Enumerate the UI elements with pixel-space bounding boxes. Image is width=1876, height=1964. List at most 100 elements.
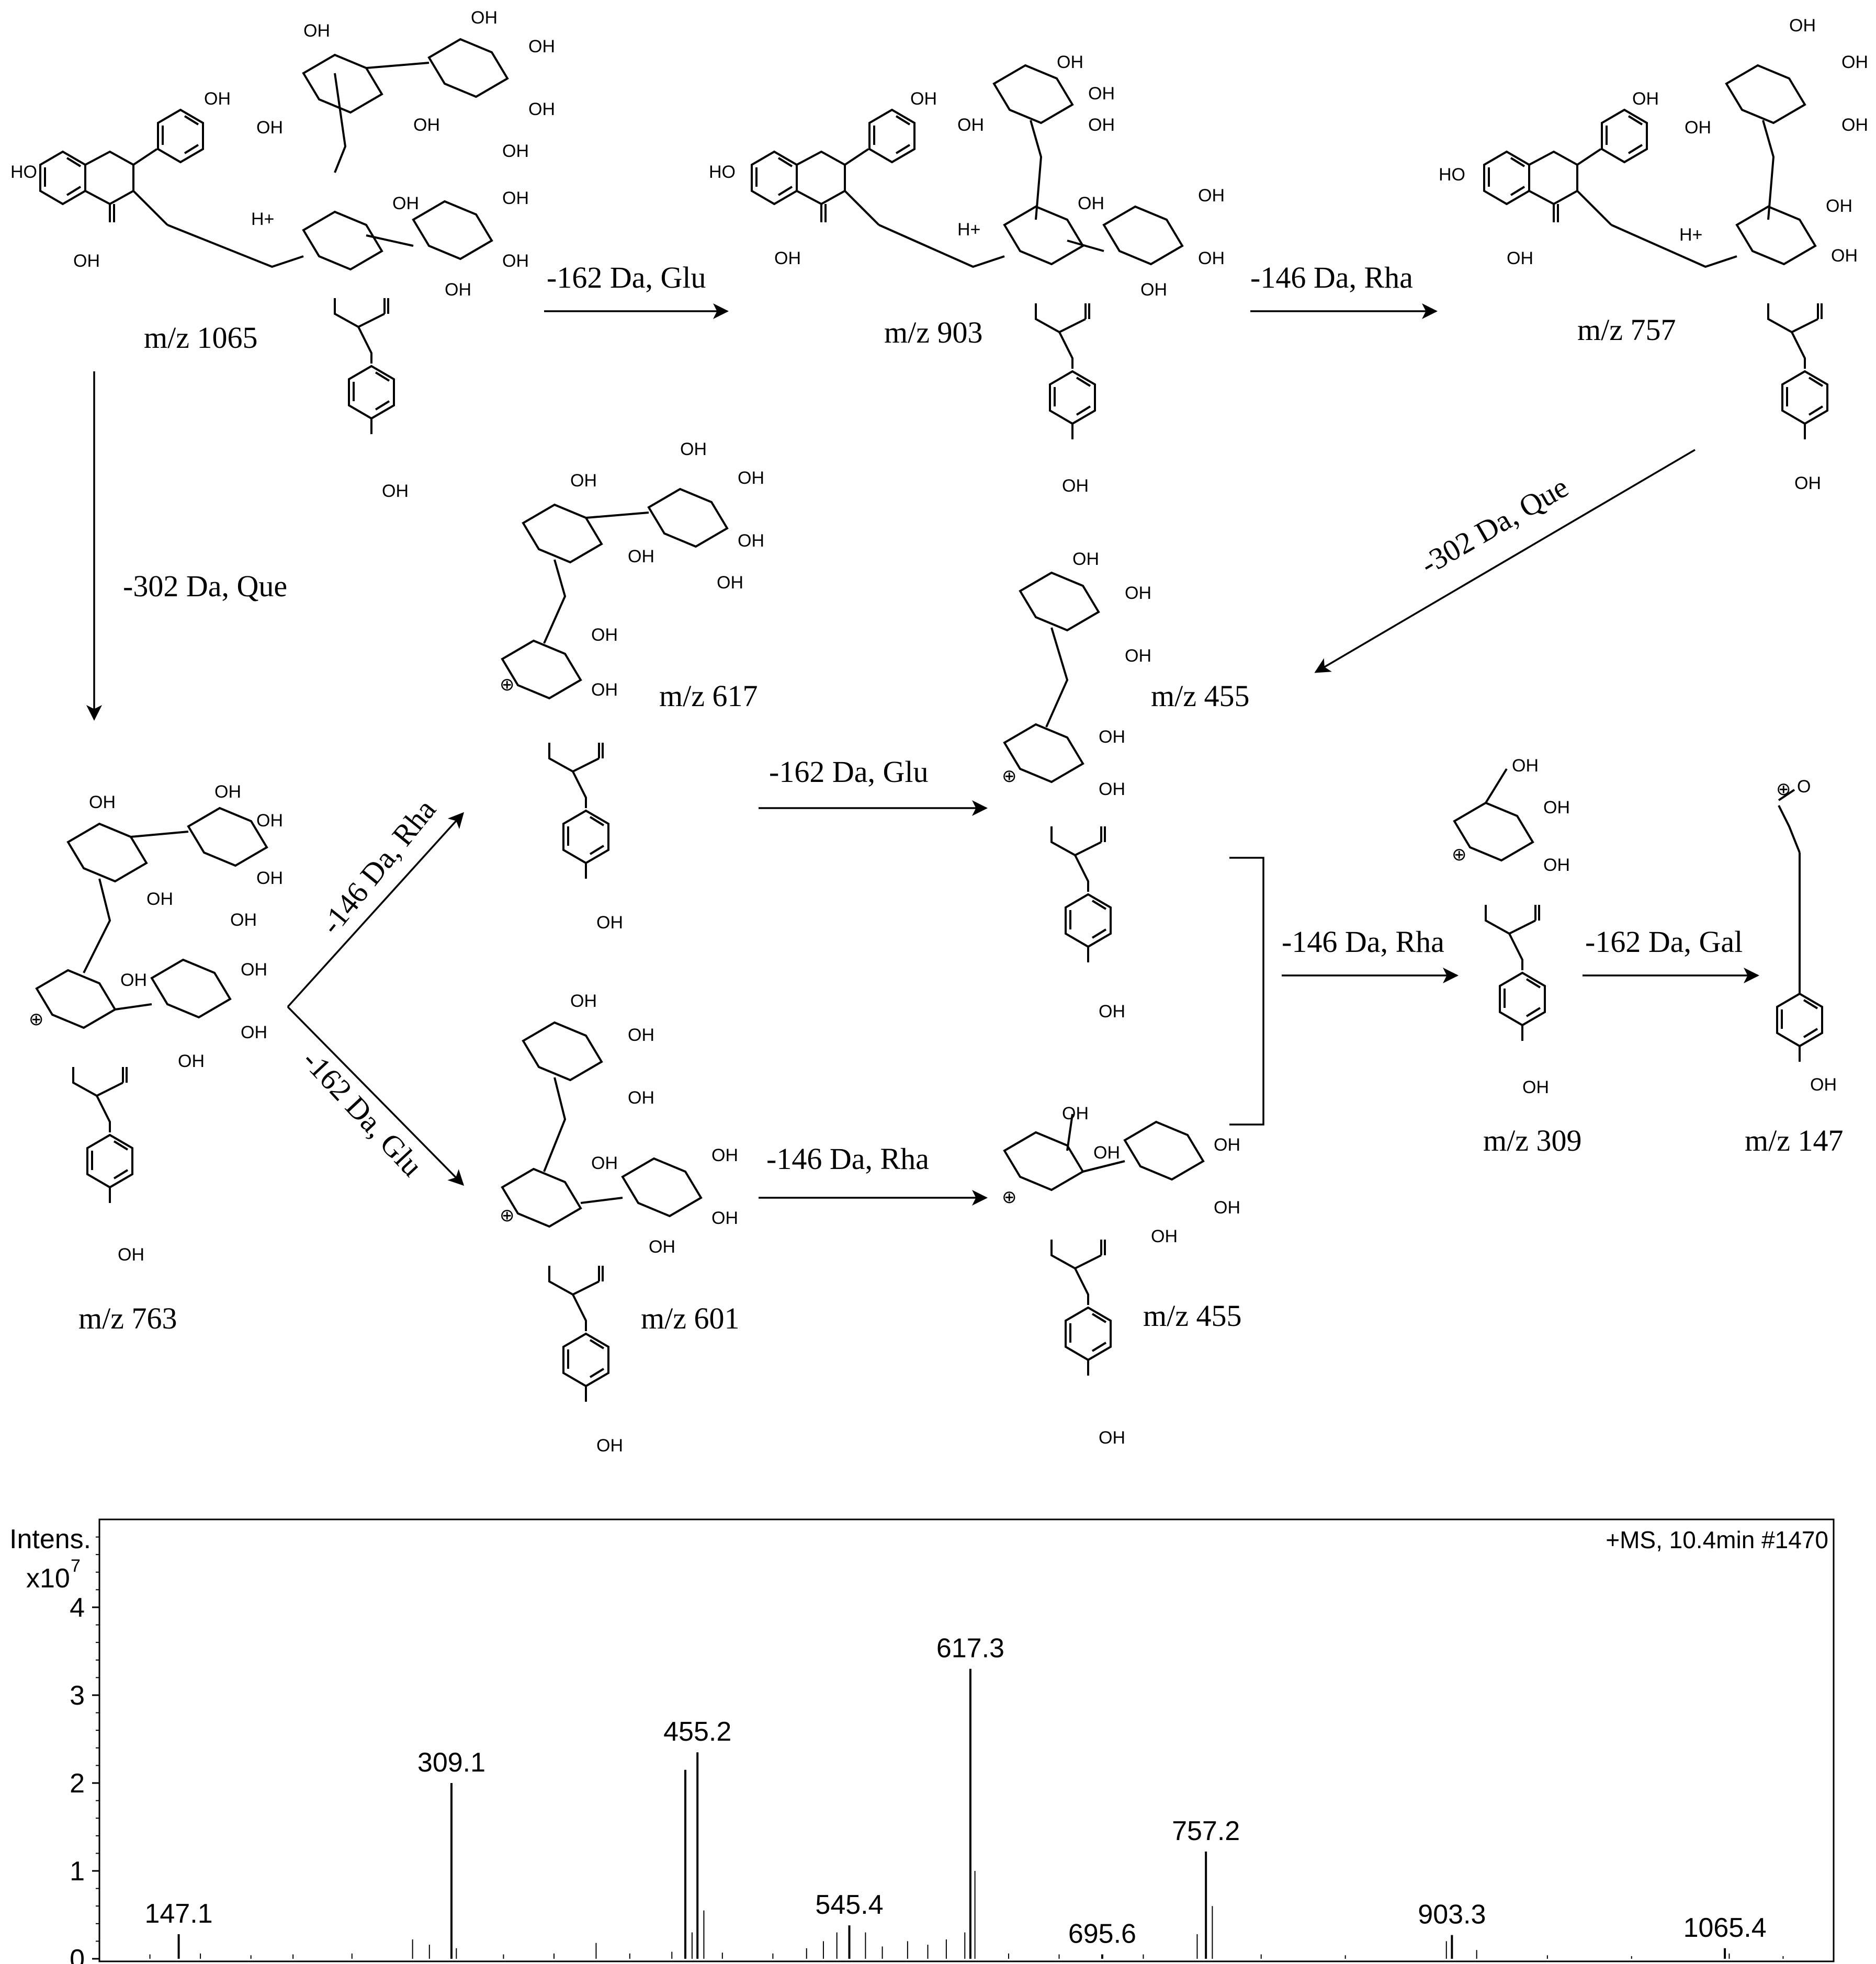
atom-label: OH	[1062, 476, 1089, 496]
structure-763: OH OH OH OH OH OH OH OH OH OH ⊕ OH m/z 7…	[29, 782, 283, 1335]
atom-label: OH	[1099, 1428, 1125, 1448]
spectrum-frame	[98, 1518, 1835, 1962]
atom-label: OH	[628, 1025, 654, 1045]
structure-147: ⊕ O OH m/z 147	[1745, 777, 1843, 1157]
mz-label-903: m/z 903	[884, 315, 982, 349]
ms-acquisition-info: +MS, 10.4min #1470	[1606, 1526, 1828, 1553]
transition-763-601: -162 Da, Glu	[287, 1006, 465, 1186]
atom-label: OH	[711, 1208, 738, 1228]
peak-label: 903.3	[1418, 1900, 1486, 1930]
atom-label: OH	[1632, 89, 1659, 109]
peak-label: 309.1	[417, 1747, 485, 1778]
atom-label: H+	[1679, 225, 1702, 245]
peak-label: 455.2	[663, 1717, 731, 1747]
atom-label: OH	[528, 37, 555, 56]
atom-label: OH	[241, 960, 267, 980]
structure-1065: HO OH OH OH H+ OH OH OH OH OH OH OH OH O…	[10, 8, 555, 501]
atom-label: OH	[1794, 473, 1821, 493]
atom-label: HO	[1439, 165, 1465, 185]
atom-label: H+	[957, 220, 980, 240]
mz-label-1065: m/z 1065	[144, 321, 257, 355]
atom-label: OH	[1543, 855, 1570, 875]
y-axis-title: Intens.	[9, 1524, 91, 1554]
structure-455-upper: OH OH OH OH OH ⊕ OH m/z 455	[1002, 549, 1249, 1021]
structure-617: OH OH OH OH OH OH OH OH ⊕ OH m/z 617	[500, 439, 764, 933]
mz-label-617: m/z 617	[659, 679, 758, 713]
transition-label: -146 Da, Rha	[1250, 260, 1413, 294]
atom-label: ⊕	[500, 675, 515, 695]
atom-label: OH	[1841, 52, 1868, 72]
peak-label: 757.2	[1172, 1816, 1240, 1846]
y-tick-label: 3	[70, 1681, 85, 1711]
atom-label: OH	[1831, 246, 1858, 266]
atom-label: OH	[1072, 549, 1099, 569]
structure-757: HO OH OH OH H+ OH OH OH OH OH OH m/z 757	[1439, 16, 1868, 493]
mz-label-147: m/z 147	[1745, 1123, 1843, 1157]
atom-label: OH	[528, 99, 555, 119]
atom-label: OH	[1088, 84, 1115, 104]
y-tick-label: 2	[70, 1768, 85, 1799]
y-tick-label: 1	[70, 1856, 85, 1887]
peak-label: 147.1	[145, 1899, 213, 1929]
atom-label: OH	[1099, 779, 1125, 799]
transition-label: -302 Da, Que	[1415, 470, 1574, 581]
atom-label: OH	[1214, 1135, 1240, 1155]
mz-label-455-lower: m/z 455	[1143, 1299, 1241, 1333]
atom-label: OH	[89, 792, 116, 812]
atom-label: OH	[1198, 186, 1225, 206]
atom-label: OH	[1841, 115, 1868, 135]
transition-label: -146 Da, Rha	[314, 793, 443, 941]
atom-label: OH	[1088, 115, 1115, 135]
atom-label: OH	[591, 625, 618, 645]
atom-label: OH	[1099, 727, 1125, 747]
atom-label: OH	[471, 8, 498, 28]
atom-label: H+	[251, 209, 274, 229]
atom-label: ⊕	[1002, 1187, 1017, 1207]
atom-label: OH	[910, 89, 937, 109]
atom-label: OH	[1512, 756, 1539, 776]
transition-label: -162 Da, Gal	[1585, 925, 1743, 959]
atom-label: O	[1797, 777, 1811, 797]
mz-label-757: m/z 757	[1577, 313, 1676, 347]
atom-label: OH	[1543, 798, 1570, 818]
transition-601-455: -146 Da, Rha	[759, 1142, 988, 1206]
structure-601: OH OH OH OH OH OH OH ⊕ OH m/z 601	[500, 991, 739, 1456]
atom-label: OH	[178, 1051, 205, 1071]
atom-label: OH	[628, 547, 654, 566]
atom-label: OH	[596, 913, 623, 933]
atom-label: OH	[230, 910, 257, 930]
atom-label: OH	[1507, 248, 1533, 268]
atom-label: OH	[392, 194, 419, 213]
atom-label: OH	[502, 141, 529, 161]
atom-label: OH	[204, 89, 231, 109]
atom-label: OH	[303, 21, 330, 41]
atom-label: OH	[241, 1023, 267, 1042]
atom-label: ⊕	[1002, 766, 1017, 786]
atom-label: OH	[1685, 118, 1711, 138]
atom-label: OH	[1151, 1227, 1178, 1246]
atom-label: OH	[1789, 16, 1816, 36]
y-tick-label: 4	[70, 1593, 85, 1623]
atom-label: OH	[120, 970, 147, 990]
atom-label: OH	[1125, 646, 1151, 666]
atom-label: OH	[774, 248, 801, 268]
atom-label: OH	[1826, 196, 1852, 216]
atom-label: HO	[10, 162, 37, 182]
transition-763-617: -146 Da, Rha	[287, 793, 465, 1008]
atom-label: OH	[1057, 52, 1083, 72]
atom-label: OH	[628, 1088, 654, 1108]
atom-label: ⊕	[500, 1206, 515, 1225]
atom-label: OH	[738, 531, 764, 551]
y-axis-multiplier: x10	[26, 1563, 70, 1594]
transition-455-309: -146 Da, Rha	[1229, 857, 1459, 1126]
atom-label: OH	[146, 889, 173, 909]
atom-label: ⊕	[1776, 779, 1791, 799]
atom-label: OH	[1198, 248, 1225, 268]
atom-label: OH	[596, 1436, 623, 1456]
atom-label: OH	[502, 188, 529, 208]
mz-label-309: m/z 309	[1483, 1123, 1581, 1157]
mz-label-455-upper: m/z 455	[1151, 679, 1249, 713]
atom-label: OH	[1099, 1002, 1125, 1021]
transition-label: -146 Da, Rha	[1282, 925, 1444, 959]
